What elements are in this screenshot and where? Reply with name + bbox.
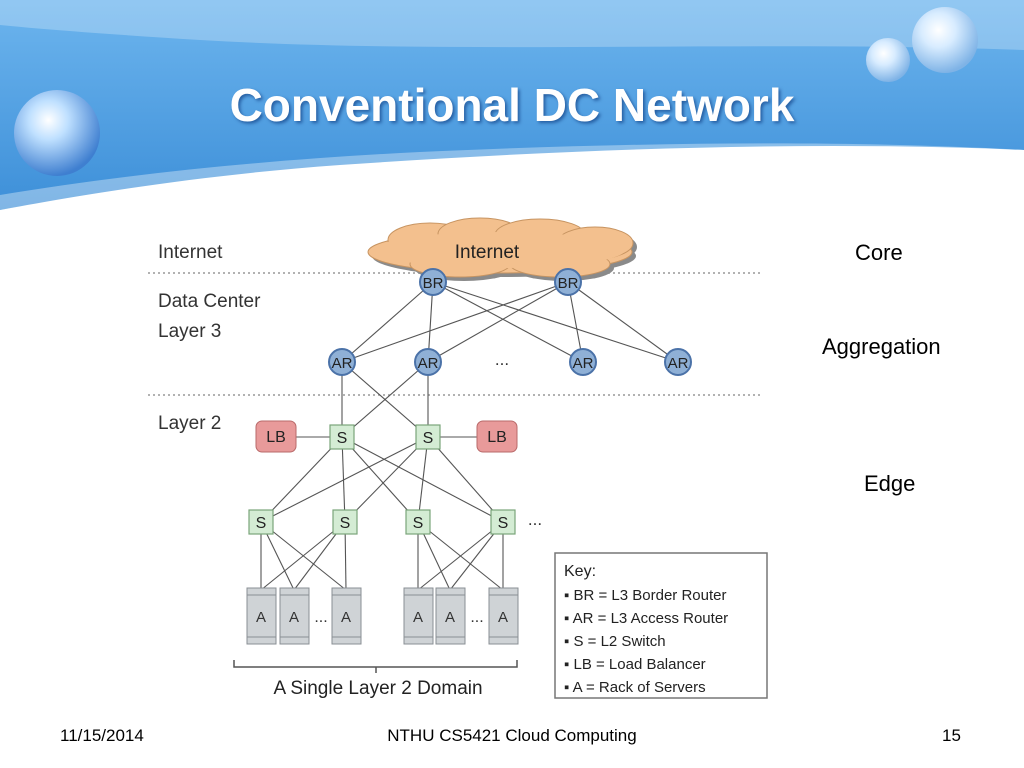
load-balancer: LB xyxy=(255,420,297,453)
svg-text:LB: LB xyxy=(266,429,286,446)
svg-text:S: S xyxy=(256,515,267,532)
l2-switch: S xyxy=(248,509,274,535)
svg-text:BR: BR xyxy=(423,275,444,292)
layer-label-layer3: Layer 3 xyxy=(158,321,221,342)
l2-switch: S xyxy=(490,509,516,535)
l2-switch: S xyxy=(329,424,355,450)
border-router: BR xyxy=(554,268,582,296)
svg-text:AR: AR xyxy=(573,355,594,372)
svg-text:S: S xyxy=(413,515,424,532)
layer-label-datacenter: Data Center xyxy=(158,291,261,312)
border-router: BR xyxy=(419,268,447,296)
access-router: AR xyxy=(328,348,356,376)
svg-text:A: A xyxy=(341,609,351,626)
slide-title: Conventional DC Network xyxy=(229,79,795,131)
internet-cloud: Internet xyxy=(367,217,637,281)
server-rack: A xyxy=(246,587,277,645)
svg-text:AR: AR xyxy=(418,355,439,372)
l2-switch: S xyxy=(415,424,441,450)
server-rack: A xyxy=(435,587,466,645)
l2-switch: S xyxy=(405,509,431,535)
ellipsis-racks: ... xyxy=(470,609,483,626)
svg-text:S: S xyxy=(340,515,351,532)
key-item: ▪ LB = Load Balancer xyxy=(564,656,706,673)
layer-label-internet: Internet xyxy=(158,242,223,263)
svg-text:S: S xyxy=(423,430,434,447)
links xyxy=(260,281,679,591)
ellipsis-switches: ... xyxy=(528,510,542,529)
domain-bracket xyxy=(233,660,518,673)
key-title: Key: xyxy=(564,563,596,580)
access-router: AR xyxy=(414,348,442,376)
svg-text:BR: BR xyxy=(558,275,579,292)
bubble-small xyxy=(866,38,910,82)
cloud-label: Internet xyxy=(455,242,520,263)
load-balancer: LB xyxy=(476,420,518,453)
key-item: ▪ BR = L3 Border Router xyxy=(564,587,726,604)
svg-text:A: A xyxy=(289,609,299,626)
server-rack: A xyxy=(279,587,310,645)
footer-date: 11/15/2014 xyxy=(60,726,144,745)
svg-text:S: S xyxy=(498,515,509,532)
server-rack: A xyxy=(403,587,434,645)
ellipsis-racks: ... xyxy=(314,609,327,626)
svg-text:A: A xyxy=(256,609,266,626)
svg-text:AR: AR xyxy=(332,355,353,372)
bubble-large xyxy=(14,90,100,176)
side-label-aggregation: Aggregation xyxy=(822,334,941,359)
footer-page-number: 15 xyxy=(942,726,961,745)
server-rack: A xyxy=(331,587,362,645)
svg-text:A: A xyxy=(445,609,455,626)
key-item: ▪ A = Rack of Servers xyxy=(564,679,706,696)
svg-text:LB: LB xyxy=(487,429,507,446)
svg-text:S: S xyxy=(337,430,348,447)
l2-switch: S xyxy=(332,509,358,535)
key-legend: Key: ▪ BR = L3 Border Router ▪ AR = L3 A… xyxy=(554,552,768,699)
svg-text:AR: AR xyxy=(668,355,689,372)
key-item: ▪ AR = L3 Access Router xyxy=(564,610,728,627)
side-label-edge: Edge xyxy=(864,471,916,496)
footer-course: NTHU CS5421 Cloud Computing xyxy=(387,726,637,745)
bubble-medium xyxy=(912,7,978,73)
key-item: ▪ S = L2 Switch xyxy=(564,633,666,650)
svg-text:A: A xyxy=(413,609,423,626)
server-rack: A xyxy=(488,587,519,645)
access-router: AR xyxy=(569,348,597,376)
access-router: AR xyxy=(664,348,692,376)
svg-text:A: A xyxy=(498,609,508,626)
domain-label: A Single Layer 2 Domain xyxy=(273,678,482,699)
ellipsis-routers: ... xyxy=(495,350,509,369)
side-label-core: Core xyxy=(855,240,903,265)
layer-label-layer2: Layer 2 xyxy=(158,413,221,434)
